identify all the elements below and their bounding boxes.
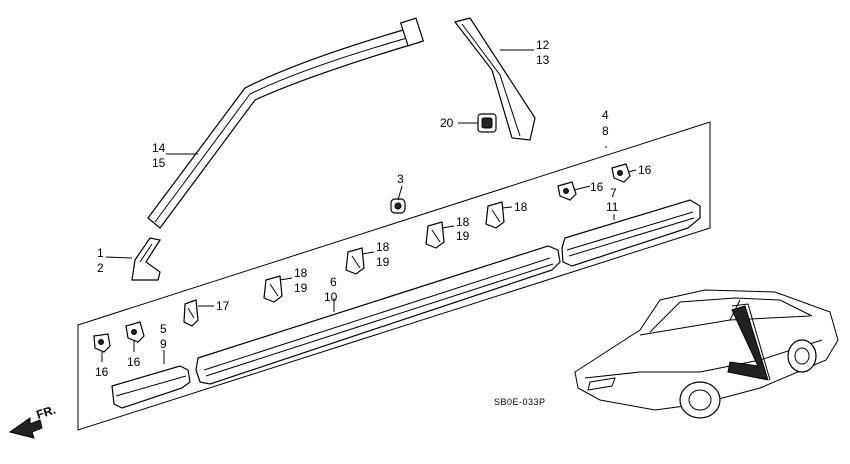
callout-15: 15 xyxy=(152,156,166,170)
clip-16-right-b[interactable] xyxy=(611,163,631,183)
callout-17: 17 xyxy=(216,299,230,313)
callout-16-left-b: 16 xyxy=(127,355,141,369)
pillar-garnish[interactable] xyxy=(453,17,536,141)
roof-molding[interactable] xyxy=(147,17,425,229)
callout-8: 8 xyxy=(602,124,609,138)
callout-14: 14 xyxy=(152,141,166,155)
callout-16-right-b: 16 xyxy=(638,163,652,177)
callout-20: 20 xyxy=(440,116,454,130)
pillar-clip[interactable] xyxy=(477,113,497,133)
door-molding[interactable] xyxy=(195,245,561,385)
callout-18-c: 18 xyxy=(456,215,470,229)
callout-18-a: 18 xyxy=(294,266,308,280)
corner-molding[interactable] xyxy=(131,237,161,281)
callout-2: 2 xyxy=(97,261,104,275)
callout-10: 10 xyxy=(324,290,338,304)
callout-19-a: 19 xyxy=(294,281,308,295)
callout-5: 5 xyxy=(160,322,167,336)
assembly-frame xyxy=(77,121,711,431)
clip-18-b[interactable] xyxy=(345,247,365,275)
callout-9: 9 xyxy=(160,337,167,351)
leader-lines xyxy=(101,49,637,364)
callout-18-b: 18 xyxy=(376,240,390,254)
fastener[interactable] xyxy=(390,198,406,214)
callout-7: 7 xyxy=(610,186,617,200)
clip-16-left-b[interactable] xyxy=(125,321,145,343)
callout-11: 11 xyxy=(606,200,619,214)
callout-16-right-a: 16 xyxy=(590,180,604,194)
clip-17[interactable] xyxy=(183,299,199,327)
drawing-code: SB0E-033P xyxy=(494,397,546,407)
callout-19-b: 19 xyxy=(376,255,390,269)
callout-16-left-a: 16 xyxy=(95,365,109,379)
callout-13: 13 xyxy=(536,53,550,67)
callout-1: 1 xyxy=(97,246,104,260)
callout-12: 12 xyxy=(536,38,550,52)
quarter-molding[interactable] xyxy=(561,199,701,267)
direction-label: FR. xyxy=(35,403,58,422)
callout-19-c: 19 xyxy=(456,229,470,243)
callout-3: 3 xyxy=(397,172,404,186)
clip-18-d[interactable] xyxy=(485,201,505,229)
callout-6: 6 xyxy=(330,275,337,289)
clip-16-right-a[interactable] xyxy=(557,181,577,201)
callout-4: 4 xyxy=(602,108,609,122)
front-direction-arrow: FR. xyxy=(8,403,58,439)
front-molding[interactable] xyxy=(111,365,191,409)
car-illustration xyxy=(574,289,839,419)
clip-16-left-a[interactable] xyxy=(93,333,111,353)
callout-18-d: 18 xyxy=(514,200,528,214)
clip-18-a[interactable] xyxy=(263,275,283,303)
clip-18-c[interactable] xyxy=(425,221,445,249)
